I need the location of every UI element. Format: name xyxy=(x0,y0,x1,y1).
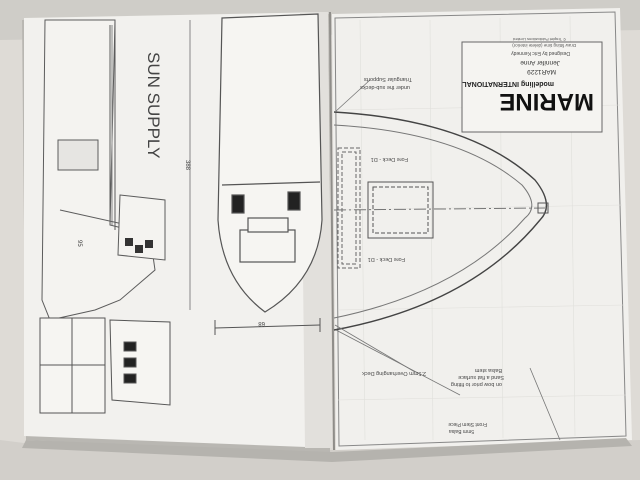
sub-deck-frame xyxy=(337,147,361,269)
left-page: SUN SUPPLY 388 68 95 xyxy=(24,12,332,448)
label-overhanging-deck: 2.5mm Overhanging Deck xyxy=(362,370,426,376)
label-fore-deck-bottom: Fore Deck - D1 xyxy=(368,256,405,262)
right-page: MARINE modelling INTERNATIONAL MAR1229 J… xyxy=(332,8,632,450)
annotation-leaders xyxy=(334,79,561,441)
label-balsa-stem: Balsa stem xyxy=(474,367,502,373)
length-dimension: 388 xyxy=(184,160,190,171)
label-front-stem: Front Stem Piece xyxy=(448,421,487,427)
label-under-sub-decks: under the sub-decks xyxy=(360,84,410,90)
deck-plan-top-view xyxy=(217,13,323,313)
label-triangular-supports: Triangular Supports xyxy=(364,76,412,82)
deck-hatch xyxy=(367,181,434,239)
label-sand-prior: on bow prior to fitting xyxy=(451,381,502,387)
designer-credit: Designed by Eric Kennedy xyxy=(511,50,570,56)
plan-name: Jennifer Anne xyxy=(520,59,560,66)
label-stem-balsa: 5mm Balsa xyxy=(449,428,474,434)
plan-note: Draw fitting time (delete interior) xyxy=(512,43,576,48)
model-name-label: SUN SUPPLY xyxy=(144,52,163,158)
label-fore-deck-top: Fore Deck - D1 xyxy=(371,156,408,162)
side-dimension: 95 xyxy=(76,240,82,247)
plan-code: MAR1229 xyxy=(527,68,556,75)
copyright-line: © Traplet Publications Limited xyxy=(513,37,566,42)
bow-deck-outline xyxy=(333,111,548,331)
cabin-windows xyxy=(125,238,153,253)
label-sand-flat: Sand a flat surface xyxy=(458,374,504,380)
logo-main-text: MARINE xyxy=(499,88,594,115)
width-dimension: 68 xyxy=(258,320,265,326)
logo-sub-text: modelling INTERNATIONAL xyxy=(462,80,554,87)
marine-modelling-logo: MARINE modelling INTERNATIONAL MAR1229 J… xyxy=(461,37,603,133)
stern-views xyxy=(39,317,171,414)
